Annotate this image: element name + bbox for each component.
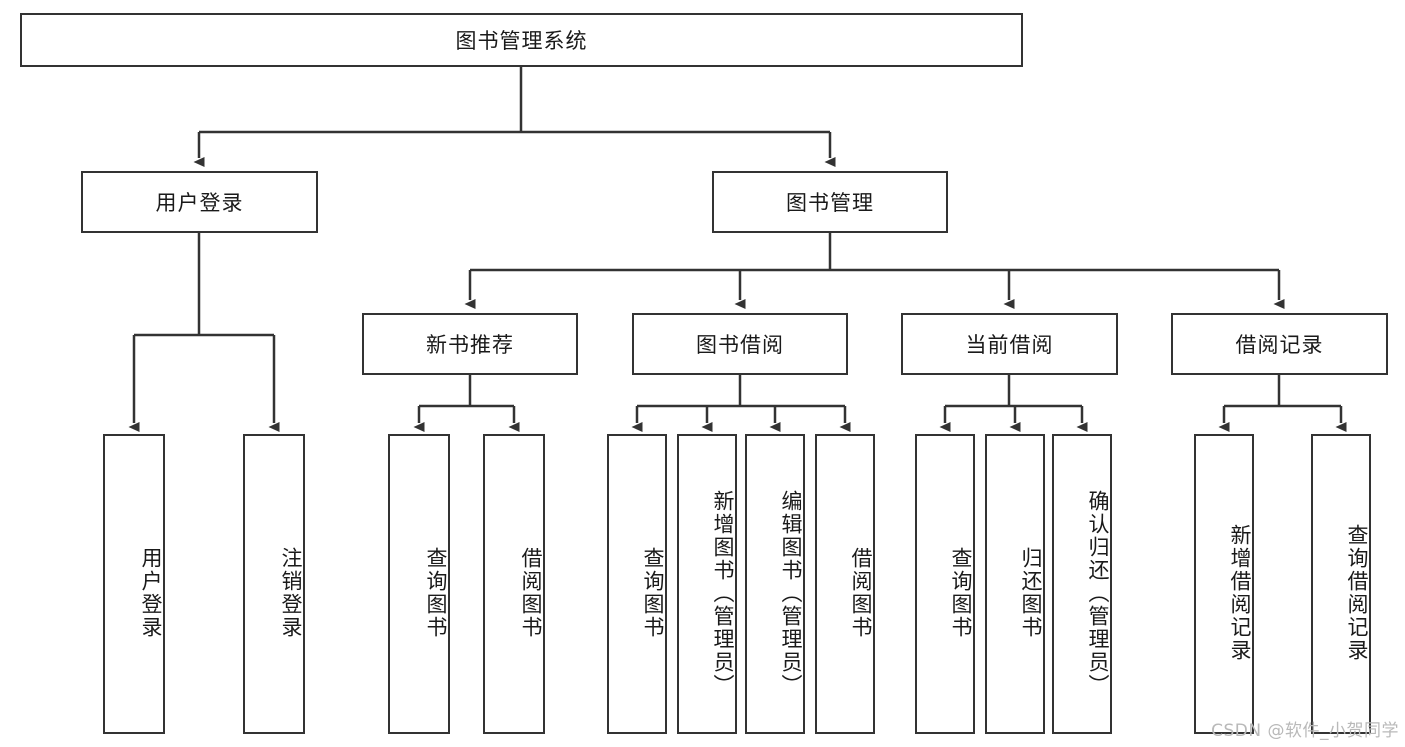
leaf-book-borrow-add-admin[interactable]: 新增图书（管理员） — [677, 434, 737, 734]
leaf-new-book-query[interactable]: 查询图书 — [388, 434, 450, 734]
leaf-current-borrow-confirm-admin[interactable]: 确认归还（管理员） — [1052, 434, 1112, 734]
leaf-borrow-record-query[interactable]: 查询借阅记录 — [1311, 434, 1371, 734]
node-book-management[interactable]: 图书管理 — [712, 171, 948, 233]
leaf-book-borrow-query[interactable]: 查询图书 — [607, 434, 667, 734]
node-root-system[interactable]: 图书管理系统 — [20, 13, 1023, 67]
leaf-new-book-borrow[interactable]: 借阅图书 — [483, 434, 545, 734]
node-new-book-recommend[interactable]: 新书推荐 — [362, 313, 578, 375]
leaf-user-login-logout[interactable]: 注销登录 — [243, 434, 305, 734]
node-user-login[interactable]: 用户登录 — [81, 171, 318, 233]
leaf-book-borrow-borrow[interactable]: 借阅图书 — [815, 434, 875, 734]
leaf-current-borrow-return[interactable]: 归还图书 — [985, 434, 1045, 734]
leaf-current-borrow-query[interactable]: 查询图书 — [915, 434, 975, 734]
leaf-book-borrow-edit-admin[interactable]: 编辑图书（管理员） — [745, 434, 805, 734]
leaf-user-login-login[interactable]: 用户登录 — [103, 434, 165, 734]
node-book-borrow[interactable]: 图书借阅 — [632, 313, 848, 375]
leaf-borrow-record-add[interactable]: 新增借阅记录 — [1194, 434, 1254, 734]
node-current-borrow[interactable]: 当前借阅 — [901, 313, 1118, 375]
node-borrow-record[interactable]: 借阅记录 — [1171, 313, 1388, 375]
